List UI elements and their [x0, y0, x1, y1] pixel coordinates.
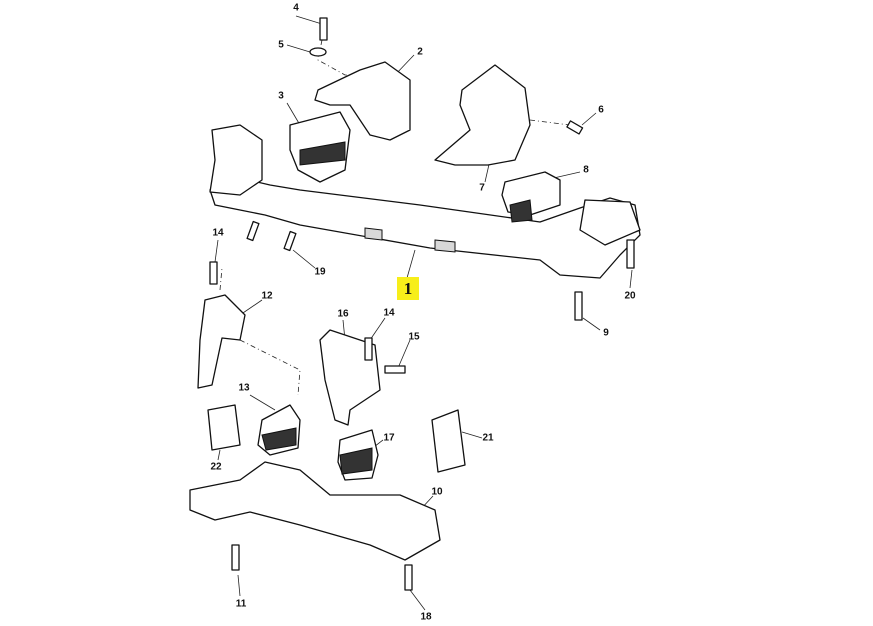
bolt-6[interactable]	[566, 120, 584, 135]
callout-14[interactable]: 14	[212, 227, 224, 239]
bolt-9[interactable]	[574, 291, 583, 321]
pad-22[interactable]	[207, 404, 241, 451]
bracket-12[interactable]	[197, 294, 246, 389]
bracket-2[interactable]	[314, 61, 411, 141]
engine-mount-3[interactable]	[289, 111, 351, 183]
bracket-7[interactable]	[434, 64, 531, 166]
callout-15[interactable]: 15	[408, 331, 420, 343]
callout-13[interactable]: 13	[238, 382, 250, 394]
mount-17[interactable]	[337, 429, 379, 481]
bolt-11[interactable]	[231, 544, 240, 571]
bolt-19[interactable]	[283, 230, 297, 252]
callout-17[interactable]: 17	[383, 432, 395, 444]
engine-mount-8[interactable]	[501, 171, 561, 223]
washer-5[interactable]	[309, 47, 327, 57]
rear-crossmember-10[interactable]	[189, 461, 441, 561]
callout-10[interactable]: 10	[431, 486, 443, 498]
callout-12[interactable]: 12	[261, 290, 273, 302]
callout-16[interactable]: 16	[337, 308, 349, 320]
callout-19[interactable]: 19	[314, 266, 326, 278]
bolt-18[interactable]	[404, 564, 413, 591]
callout-6[interactable]: 6	[598, 104, 604, 116]
mount-13[interactable]	[257, 404, 301, 456]
bolt-14b[interactable]	[364, 337, 373, 361]
bolt-14[interactable]	[209, 261, 218, 285]
callout-18[interactable]: 18	[420, 611, 432, 623]
bolt-15[interactable]	[384, 365, 406, 374]
callout-3[interactable]: 3	[278, 90, 284, 102]
callout-8[interactable]: 8	[583, 164, 589, 176]
bolt-19b[interactable]	[246, 220, 260, 242]
callout-20[interactable]: 20	[624, 290, 636, 302]
bolt-20[interactable]	[626, 239, 635, 269]
highlighted-callout-1[interactable]: 1	[397, 277, 419, 300]
callout-11[interactable]: 11	[235, 598, 247, 610]
front-crossmember[interactable]	[209, 124, 641, 279]
callout-7[interactable]: 7	[479, 182, 485, 194]
callout-21[interactable]: 21	[482, 432, 494, 444]
pad-21[interactable]	[431, 409, 466, 473]
callout-9[interactable]: 9	[603, 327, 609, 339]
bolt-4[interactable]	[319, 17, 328, 41]
callout-22[interactable]: 22	[210, 461, 222, 473]
callout-2[interactable]: 2	[417, 46, 423, 58]
callout-5[interactable]: 5	[278, 39, 284, 51]
callout-14[interactable]: 14	[383, 307, 395, 319]
callout-4[interactable]: 4	[293, 2, 299, 14]
